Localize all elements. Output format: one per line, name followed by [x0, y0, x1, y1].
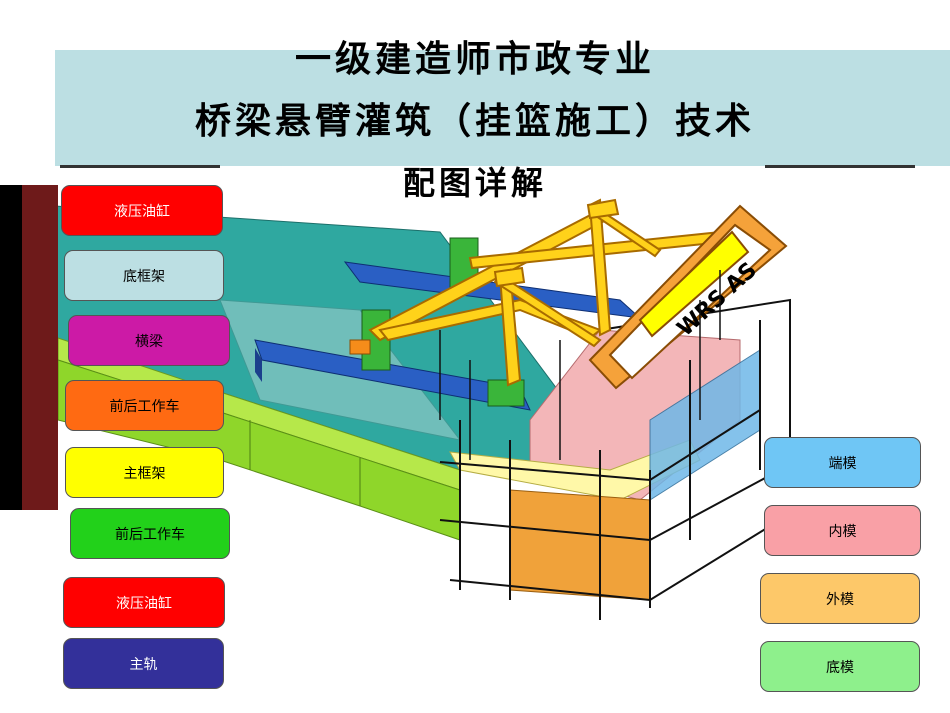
label-work-trolley-green: 前后工作车	[70, 508, 230, 559]
main-frame	[368, 198, 744, 387]
front-truss	[588, 204, 788, 390]
label-main-rail: 主轨	[63, 638, 224, 689]
label-work-trolley-orange: 前后工作车	[65, 380, 224, 431]
label-hydraulic-cylinder-bottom: 液压油缸	[63, 577, 225, 628]
title-line-3: 配图详解	[402, 164, 547, 202]
label-bottom-form: 底模	[760, 641, 920, 692]
label-bottom-frame: 底框架	[64, 250, 224, 301]
title-line-2: 桥梁悬臂灌筑（挂篮施工）技术	[194, 101, 755, 142]
label-outer-form: 外模	[760, 573, 920, 624]
label-main-frame: 主框架	[65, 447, 224, 498]
pier-edge-dark	[0, 185, 22, 510]
title-banner	[55, 50, 950, 166]
title-line-1: 一级建造师市政专业	[294, 39, 655, 80]
label-inner-form: 内模	[764, 505, 921, 556]
label-end-form: 端模	[764, 437, 921, 488]
hanger-rods	[439, 270, 721, 460]
label-crossbeam: 横梁	[68, 315, 230, 366]
platform-railing	[439, 298, 791, 620]
outer-form	[509, 489, 651, 601]
pier-edge-red	[22, 185, 58, 510]
label-hydraulic-cylinder-top: 液压油缸	[61, 185, 223, 236]
